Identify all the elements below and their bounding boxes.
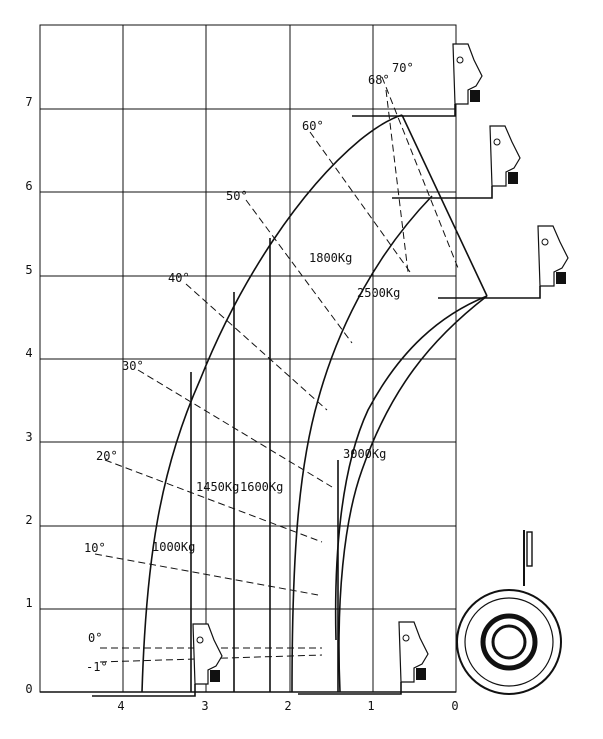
angle-line-68 [385, 89, 409, 273]
load-label: 1600Kg [240, 480, 283, 494]
angle-label: -1° [86, 660, 108, 674]
angle-line-40 [185, 283, 328, 411]
angle-line-70 [381, 76, 459, 269]
y-tick-label: 7 [25, 95, 32, 109]
carriage-pin [493, 138, 501, 146]
angle-label: 68° [368, 73, 390, 87]
fork-tine [438, 286, 541, 299]
fork-carriage-top [352, 43, 483, 117]
angle-label: 10° [84, 541, 106, 555]
carriage-body [537, 225, 569, 287]
x-tick-label: 1 [367, 699, 374, 713]
x-tick-label: 0 [451, 699, 458, 713]
y-tick-label: 4 [25, 346, 32, 360]
envelope-upper-edge [401, 114, 488, 297]
carriage-pin [402, 634, 410, 642]
angle-label: 30° [122, 359, 144, 373]
fork-tine [92, 684, 196, 697]
y-tick-label: 0 [25, 682, 32, 696]
carriage-pin [456, 56, 464, 64]
angle-line-50 [245, 199, 353, 344]
y-axis: 0 1 2 3 4 5 6 7 [25, 95, 32, 696]
boundary-1800kg [291, 195, 433, 693]
load-label: 1000Kg [152, 540, 195, 554]
fork-carriage-right [438, 225, 569, 299]
load-label: 2500Kg [357, 286, 400, 300]
machine-front [456, 530, 562, 695]
angle-label: 20° [96, 449, 118, 463]
mirror [526, 531, 533, 567]
angle-line-60 [309, 131, 411, 273]
grid [39, 24, 457, 693]
fork-carriages [92, 43, 569, 697]
y-tick-label: 5 [25, 263, 32, 277]
carriage-body [398, 621, 429, 683]
carriage-pin [541, 238, 549, 246]
carriage-body [452, 43, 483, 105]
fork-tine [392, 186, 493, 199]
carriage-head [508, 172, 518, 184]
x-tick-label: 4 [117, 699, 124, 713]
wheel-hub [480, 613, 538, 671]
y-tick-label: 3 [25, 430, 32, 444]
fork-carriage-bottom-left [92, 623, 223, 697]
fork-tine [298, 682, 402, 695]
angle-line-10 [94, 553, 319, 596]
load-label: 1450Kg [196, 480, 239, 494]
boundary-2500kg [334, 295, 488, 641]
outer-envelope-curve [141, 114, 403, 693]
x-tick-label: 3 [201, 699, 208, 713]
carriage-body [192, 623, 223, 685]
carriage-pin [196, 636, 204, 644]
y-tick-label: 2 [25, 513, 32, 527]
y-tick-label: 6 [25, 179, 32, 193]
carriage-head [556, 272, 566, 284]
angle-label: 40° [168, 271, 190, 285]
carriage-body [489, 125, 521, 187]
carriage-head [416, 668, 426, 680]
wheel-center [491, 624, 527, 660]
x-axis: 4 3 2 1 0 [117, 699, 458, 713]
front-tire [456, 589, 562, 695]
angle-labels: 70° 68° 60° 50° 40° 30° 20° 10° 0° -1° [84, 61, 414, 674]
angle-label: 50° [226, 189, 248, 203]
angle-line-30 [137, 369, 333, 488]
x-tick-label: 2 [284, 699, 291, 713]
load-labels: 1800Kg 2500Kg 3000Kg 1450Kg 1600Kg 1000K… [152, 251, 400, 554]
fork-carriage-middle [392, 125, 521, 199]
angle-label: 0° [88, 631, 102, 645]
angle-label: 60° [302, 119, 324, 133]
fork-carriage-bottom-right [298, 621, 429, 695]
carriage-head [470, 90, 480, 102]
load-label: 3000Kg [343, 447, 386, 461]
fork-tine [352, 104, 456, 117]
tire-inner-ring [464, 597, 554, 687]
boundary-3000kg [338, 295, 488, 693]
angle-label: 70° [392, 61, 414, 75]
y-tick-label: 1 [25, 596, 32, 610]
angle-line-20 [104, 459, 323, 543]
load-label: 1800Kg [309, 251, 352, 265]
load-zones [141, 114, 488, 693]
carriage-head [210, 670, 220, 682]
